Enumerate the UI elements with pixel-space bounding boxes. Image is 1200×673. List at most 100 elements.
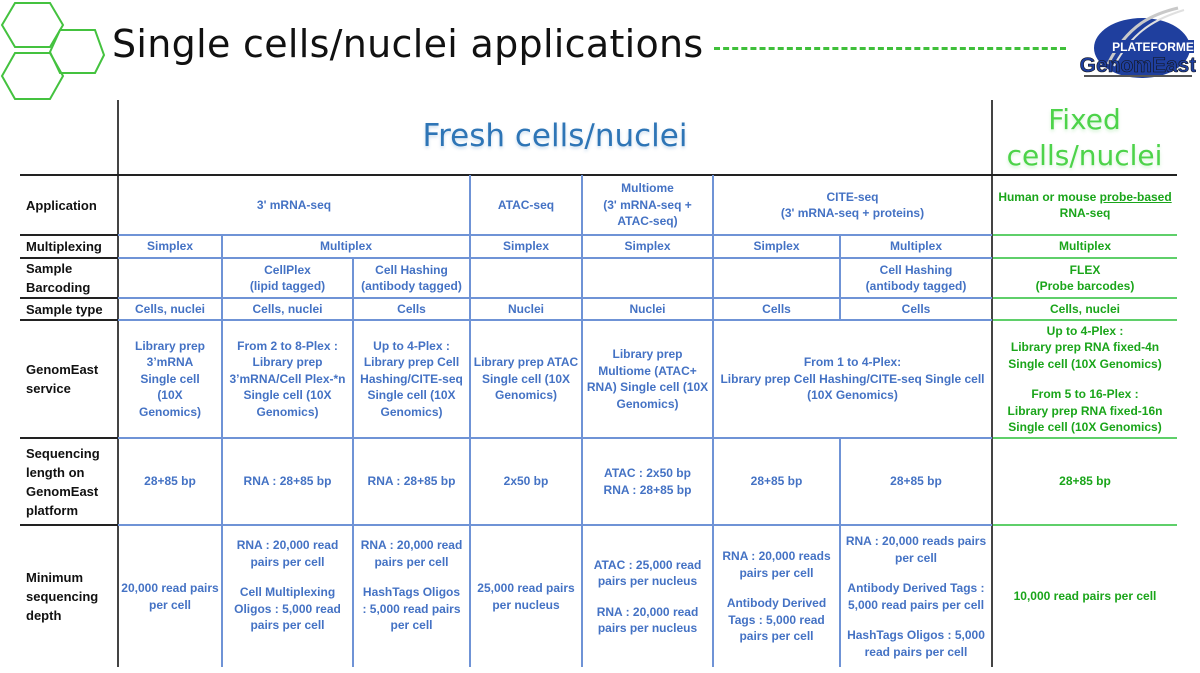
- divider: [117, 100, 119, 667]
- depth-c3-hashtags: HashTags Oligos : 5,000 read pairs per c…: [362, 585, 461, 633]
- divider: [993, 437, 1177, 439]
- application-atac: ATAC-seq: [497, 197, 555, 212]
- divider: [993, 297, 1177, 299]
- depth-c5-rna: RNA : 20,000 read pairs per nucleus: [596, 604, 699, 636]
- sample-type-c3: Cells: [397, 301, 426, 316]
- section-fixed-header: Fixed cells/nuclei: [992, 102, 1177, 174]
- service-c6-7-detail: Library prep Cell Hashing/CITE-seq Singl…: [720, 371, 985, 403]
- seq-length-c5: ATAC : 2x50 bp RNA : 28+85 bp: [583, 439, 712, 524]
- application-multiome-title: Multiome: [621, 181, 674, 196]
- sample-type-c2: Cells, nuclei: [252, 301, 323, 316]
- application-fixed-underlined: probe-based: [1099, 189, 1172, 204]
- service-fixed-a-plex: Up to 4-Plex :: [1046, 323, 1124, 338]
- divider: [20, 174, 1177, 176]
- genomeast-logo-icon: PLATEFORME GenomEast: [1079, 6, 1196, 78]
- divider: [118, 234, 992, 236]
- barcoding-fixed: FLEX (Probe barcodes): [993, 259, 1177, 297]
- depth-c3-rna: RNA : 20,000 read pairs per cell: [360, 538, 463, 569]
- seq-length-c1: 28+85 bp: [144, 474, 196, 489]
- multiplexing-c7: Multiplex: [889, 239, 942, 254]
- service-c2-plex: From 2 to 8-Plex :: [237, 338, 338, 353]
- divider: [352, 258, 354, 667]
- seq-length-c5-rna: RNA : 28+85 bp: [603, 482, 692, 497]
- barcoding-c3: Cell Hashing (antibody tagged): [354, 259, 469, 297]
- service-c5: Library prep Multiome (ATAC+ RNA) Single…: [586, 347, 709, 411]
- row-label-service: GenomEast service: [26, 362, 99, 396]
- depth-c2: RNA : 20,000 read pairs per cell Cell Mu…: [223, 526, 352, 667]
- title-divider: [714, 47, 1066, 50]
- sample-type-c4: Nuclei: [507, 301, 544, 316]
- barcoding-c7-detail: (antibody tagged): [865, 279, 967, 293]
- sample-type-fixed: Cells, nuclei: [1049, 301, 1121, 316]
- divider: [581, 175, 583, 667]
- seq-length-c7: 28+85 bp: [890, 474, 942, 489]
- sample-type-c1: Cells, nuclei: [134, 301, 206, 316]
- depth-c7: RNA : 20,000 reads pairs per cell Antibo…: [841, 526, 991, 667]
- barcoding-c3-title: Cell Hashing: [375, 262, 448, 277]
- service-c3-detail: Library prep Cell Hashing/CITE-seq Singl…: [360, 355, 463, 419]
- seq-length-c3: RNA : 28+85 bp: [367, 474, 456, 489]
- application-fixed-pre: Human or mouse: [998, 189, 1100, 204]
- service-fixed-a-detail: Library prep RNA fixed-4n Single cell (1…: [1008, 340, 1162, 371]
- divider: [118, 437, 992, 439]
- seq-length-c2: RNA : 28+85 bp: [243, 474, 332, 489]
- depth-fixed: 10,000 read pairs per cell: [1013, 589, 1157, 604]
- row-label-depth: Minimum sequencing depth: [26, 570, 99, 623]
- barcoding-c2-detail: (lipid tagged): [249, 279, 326, 293]
- service-c6-7: From 1 to 4-Plex: Library prep Cell Hash…: [714, 321, 991, 437]
- divider: [993, 524, 1177, 526]
- row-label-seq-length: Sequencing length on GenomEast platform: [26, 445, 100, 518]
- depth-c7-adt: Antibody Derived Tags : 5,000 read pairs…: [847, 581, 985, 612]
- service-c4: Library prep ATAC Single cell (10X Genom…: [473, 355, 579, 403]
- service-c2: From 2 to 8-Plex : Library prep 3’mRNA/C…: [223, 321, 352, 437]
- divider: [993, 257, 1177, 259]
- section-fixed-line2: cells/nuclei: [1006, 139, 1163, 172]
- divider: [221, 235, 223, 667]
- multiplexing-fixed: Multiplex: [1058, 239, 1111, 254]
- seq-length-c6: 28+85 bp: [750, 474, 803, 489]
- application-multiome-detail: (3' mRNA-seq + ATAC-seq): [603, 197, 692, 229]
- divider: [993, 234, 1177, 236]
- depth-c5: ATAC : 25,000 read pairs per nucleus RNA…: [583, 526, 712, 667]
- row-label-barcoding: Sample Barcoding: [26, 261, 91, 295]
- depth-c1: 20,000 read pairs per cell: [121, 581, 219, 612]
- barcoding-fixed-title: FLEX: [1069, 262, 1101, 277]
- barcoding-c2-title: CellPlex: [264, 262, 311, 277]
- depth-c7-hashtags: HashTags Oligos : 5,000 read pairs per c…: [847, 628, 985, 659]
- depth-c6-rna: RNA : 20,000 reads pairs per cell: [722, 549, 831, 580]
- sample-type-c5: Nuclei: [629, 301, 666, 316]
- divider: [991, 100, 993, 667]
- seq-length-fixed: 28+85 bp: [1059, 474, 1111, 489]
- depth-c2-oligos: Cell Multiplexing Oligos : 5,000 read pa…: [234, 585, 341, 633]
- barcoding-c2: CellPlex (lipid tagged): [223, 259, 352, 297]
- service-fixed-b-plex: From 5 to 16-Plex :: [1031, 387, 1139, 401]
- divider: [118, 257, 992, 259]
- barcoding-c3-detail: (antibody tagged): [361, 279, 462, 293]
- seq-length-c4: 2x50 bp: [503, 474, 549, 489]
- divider: [712, 175, 714, 667]
- divider: [469, 175, 471, 667]
- service-fixed-b-detail: Library prep RNA fixed-16n Single cell (…: [1007, 403, 1163, 435]
- svg-text:GenomEast: GenomEast: [1080, 54, 1196, 77]
- depth-c3: RNA : 20,000 read pairs per cell HashTag…: [354, 526, 469, 667]
- divider: [20, 319, 118, 321]
- application-mrna: 3' mRNA-seq: [256, 197, 332, 212]
- service-c6-7-plex: From 1 to 4-Plex:: [803, 355, 902, 370]
- multiplexing-c4: Simplex: [502, 239, 550, 254]
- section-fixed-line1: Fixed: [1048, 103, 1121, 136]
- row-label-multiplexing: Multiplexing: [26, 239, 102, 254]
- depth-c4: 25,000 read pairs per nucleus: [477, 581, 575, 612]
- application-cite-title: CITE-seq: [826, 189, 879, 204]
- multiplexing-c5: Simplex: [624, 239, 671, 254]
- divider: [118, 319, 992, 321]
- sample-type-c6: Cells: [762, 301, 791, 316]
- service-c1: Library prep 3’mRNA Single cell (10X Gen…: [134, 338, 206, 419]
- multiplexing-c6: Simplex: [753, 239, 800, 254]
- sample-type-c7: Cells: [901, 301, 931, 316]
- multiplexing-c1: Simplex: [146, 239, 194, 254]
- page-title: Single cells/nuclei applications: [112, 22, 704, 66]
- row-label-application: Application: [26, 197, 97, 213]
- divider: [20, 437, 118, 439]
- service-fixed: Up to 4-Plex : Library prep RNA fixed-4n…: [993, 321, 1177, 437]
